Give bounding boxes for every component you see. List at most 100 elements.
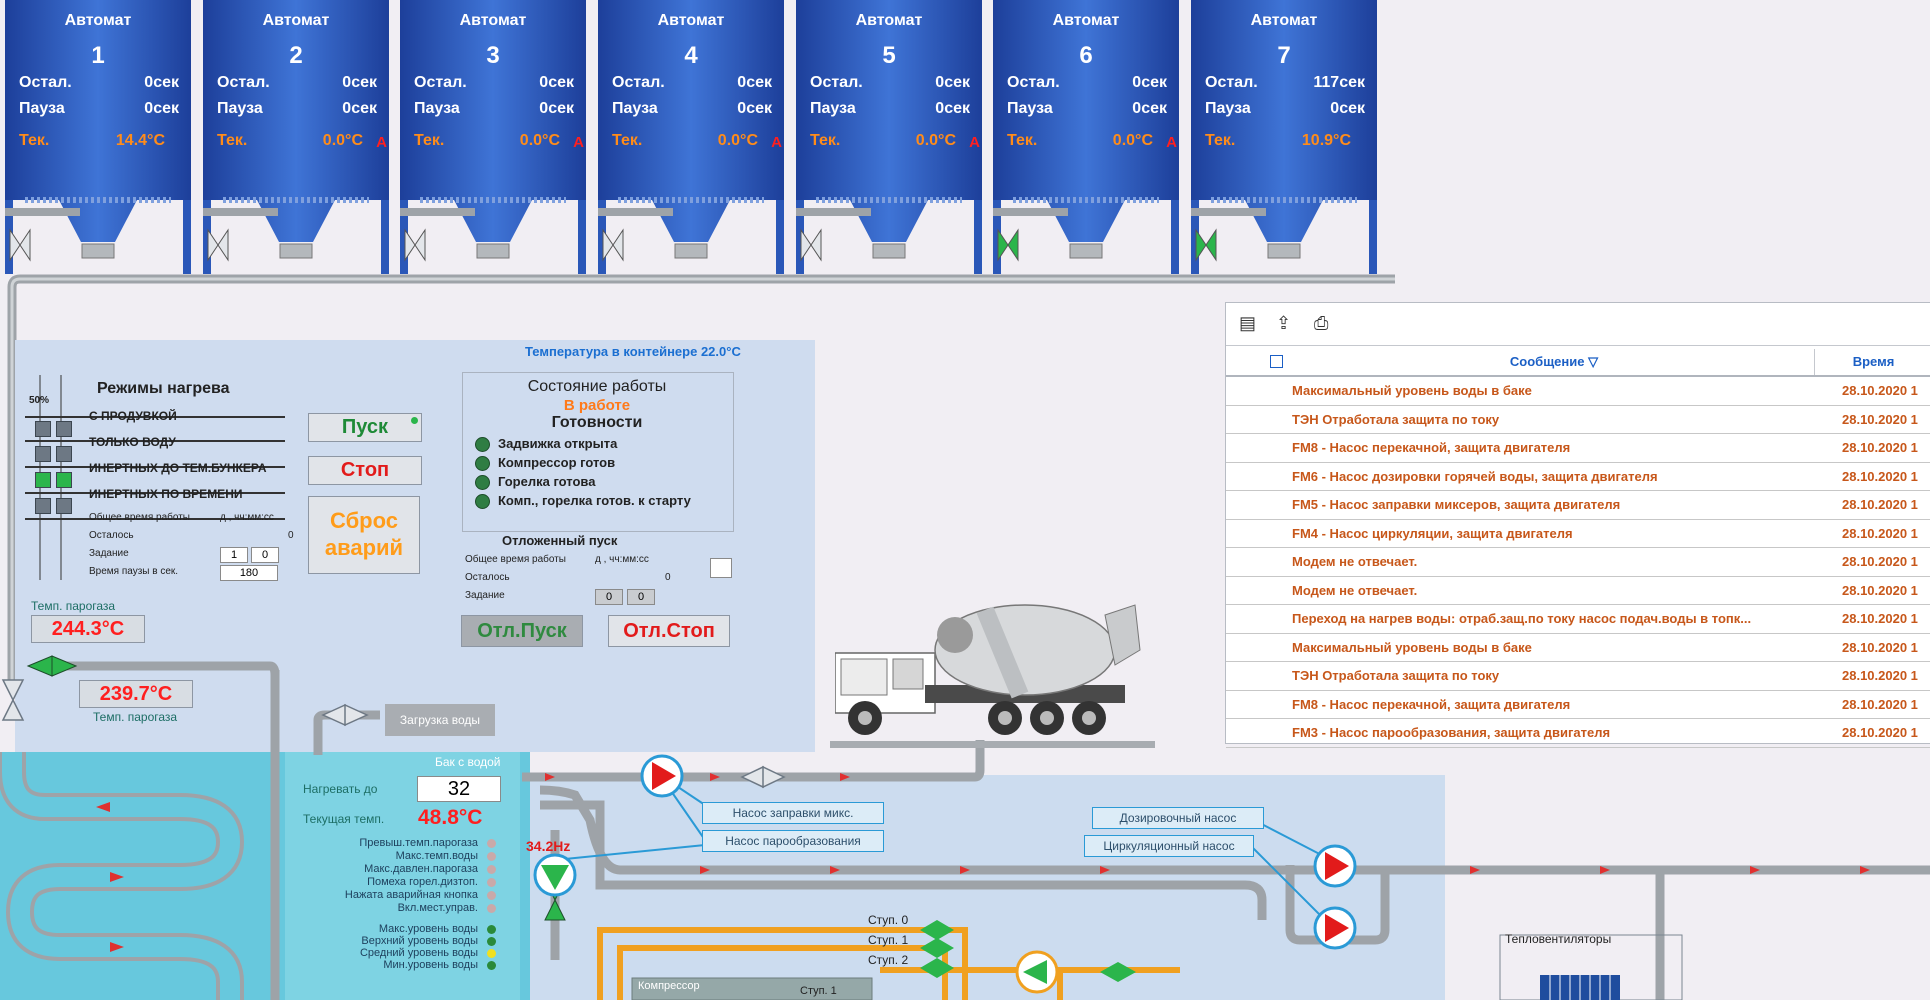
log-row[interactable]: FM8 - Насос перекачной, защита двигателя… [1226, 434, 1930, 463]
silo-alarm-flag: A [376, 134, 387, 151]
silo-automat[interactable]: Автомат 3 Остал. 0сек Пауза 0сек Тек. 0.… [400, 0, 586, 278]
log-row[interactable]: ТЭН Отработала защита по току 28.10.2020… [1226, 662, 1930, 691]
silo-automat[interactable]: Автомат 1 Остал. 0сек Пауза 0сек Тек. 14… [5, 0, 191, 278]
log-row[interactable]: ТЭН Отработала защита по току 28.10.2020… [1226, 406, 1930, 434]
mode-label[interactable]: ТОЛЬКО ВОДУ [89, 435, 176, 449]
log-row[interactable]: FM4 - Насос циркуляции, защита двигателя… [1226, 520, 1930, 548]
task-input-b[interactable]: 0 [251, 547, 279, 563]
mode-4-indicator-a[interactable] [35, 498, 51, 514]
mode-label[interactable]: ИНЕРТНЫХ ПО ВРЕМЕНИ [89, 487, 243, 501]
log-time: 28.10.2020 1 [1842, 696, 1918, 712]
tank-status-label: Нажата аварийная кнопка [344, 889, 478, 901]
silo-rest-value: 0сек [1132, 74, 1167, 91]
ready-item: Комп., горелка готов. к старту [498, 493, 691, 508]
delayed-remaining-value: 0 [665, 572, 671, 583]
log-time: 28.10.2020 1 [1842, 383, 1918, 398]
tank-level-label: Мин.уровень воды [383, 959, 478, 971]
silo-rest-row: Остал. 0сек [1007, 74, 1167, 92]
fan-heaters-label: Тепловентиляторы [1505, 932, 1612, 946]
mode-1-indicator-b[interactable] [56, 421, 72, 437]
pause-time-input[interactable]: 180 [220, 565, 278, 581]
log-row[interactable]: Переход на нагрев воды: отраб.защ.по ток… [1226, 605, 1930, 634]
delayed-task-input-a[interactable]: 0 [595, 589, 623, 605]
silo-pause-value: 0сек [1330, 100, 1365, 117]
log-time: 28.10.2020 1 [1842, 668, 1918, 683]
silo-pause-value: 0сек [935, 100, 970, 117]
log-time: 28.10.2020 1 [1842, 497, 1918, 512]
log-message: FM8 - Насос перекачной, защита двигателя [1292, 696, 1571, 712]
mode-1-indicator-a[interactable] [35, 421, 51, 437]
heat-to-input[interactable]: 32 [417, 776, 501, 802]
mode-label[interactable]: С ПРОДУВКОЙ [89, 409, 177, 423]
log-row[interactable]: FM5 - Насос заправки миксеров, защита дв… [1226, 491, 1930, 520]
log-row[interactable]: FM6 - Насос дозировки горячей воды, защи… [1226, 463, 1930, 491]
silo-pause-value: 0сек [1132, 100, 1167, 117]
time-column-header[interactable]: Время [1814, 349, 1930, 375]
mode-4-indicator-b[interactable] [56, 498, 72, 514]
mode-2-indicator-b[interactable] [56, 446, 72, 462]
silo-rest-label: Остал. [612, 74, 665, 91]
silo-title: Автомат [657, 12, 725, 29]
export-icon[interactable]: ⇪ [1276, 313, 1292, 333]
silo-pause-value: 0сек [737, 100, 772, 117]
silo-collector-pipe [7, 274, 1395, 690]
silo-number: 6 [1079, 42, 1093, 69]
mode-label[interactable]: ИНЕРТНЫХ ДО ТЕМ.БУНКЕРА [89, 461, 267, 475]
delayed-task-input-b[interactable]: 0 [627, 589, 655, 605]
silo-pause-label: Пауза [414, 100, 460, 117]
log-header: Сообщение ▽ Время [1226, 349, 1930, 377]
silo-automat[interactable]: Автомат 6 Остал. 0сек Пауза 0сек Тек. 0.… [993, 0, 1179, 278]
log-message: FM3 - Насос парообразования, защита двиг… [1292, 725, 1611, 740]
log-row[interactable]: Модем не отвечает. 28.10.2020 1 [1226, 548, 1930, 577]
silo-rest-label: Остал. [1205, 74, 1258, 91]
log-row[interactable]: Максимальный уровень воды в баке 28.10.2… [1226, 634, 1930, 662]
print-icon[interactable]: ⎙ [1314, 313, 1329, 333]
silo-icon [5, 0, 191, 274]
log-row[interactable]: FM3 - Насос парообразования, защита двиг… [1226, 719, 1930, 748]
status-led [487, 891, 496, 900]
message-column-header[interactable]: Сообщение ▽ [1509, 354, 1599, 369]
log-row[interactable]: FM8 - Насос перекачной, защита двигателя… [1226, 691, 1930, 719]
silo-temp-value: 0.0°C [717, 132, 758, 149]
silo-automat[interactable]: Автомат 4 Остал. 0сек Пауза 0сек Тек. 0.… [598, 0, 784, 278]
silo-automat[interactable]: Автомат 2 Остал. 0сек Пауза 0сек Тек. 0.… [203, 0, 389, 278]
mode-2-indicator-a[interactable] [35, 446, 51, 462]
silo-temp-value: 10.9°C [1301, 132, 1351, 149]
silo-rest-label: Остал. [1007, 74, 1060, 91]
level-led [487, 937, 496, 946]
delayed-start-checkbox[interactable] [710, 558, 732, 578]
silo-temp-row: Тек. 0.0°C [217, 132, 377, 150]
log-message: FM5 - Насос заправки миксеров, защита дв… [1292, 497, 1621, 512]
silo-pause-label: Пауза [1205, 100, 1251, 117]
mode-3-indicator-a[interactable] [35, 472, 51, 488]
log-message: Переход на нагрев воды: отраб.защ.по ток… [1292, 611, 1752, 626]
log-row[interactable]: Модем не отвечает. 28.10.2020 1 [1226, 577, 1930, 605]
water-tank-panel: Бак с водой Нагревать до 32 Текущая темп… [285, 752, 520, 1000]
silo-rest-value: 0сек [342, 74, 377, 91]
ready-title: Готовности [551, 414, 643, 431]
delayed-start-button[interactable]: Отл.Пуск [461, 615, 583, 647]
ready-item: Компрессор готов [498, 455, 616, 470]
tank-status-label: Вкл.мест.управ. [397, 902, 478, 914]
reset-alarms-button[interactable]: Сброс аварий [308, 496, 420, 574]
silo-title: Автомат [855, 12, 923, 29]
delayed-total-label: Общее время работы [465, 554, 566, 565]
log-row[interactable]: Максимальный уровень воды в баке 28.10.2… [1226, 377, 1930, 406]
stop-button[interactable]: Стоп [308, 456, 422, 485]
compressor-stage-label: Ступ. 1 [800, 985, 837, 997]
task-input-a[interactable]: 1 [220, 547, 248, 563]
delayed-stop-button[interactable]: Отл.Стоп [608, 615, 730, 647]
log-time: 28.10.2020 1 [1842, 440, 1918, 455]
report-icon[interactable]: ▤ [1239, 313, 1257, 333]
silo-automat[interactable]: Автомат 5 Остал. 0сек Пауза 0сек Тек. 0.… [796, 0, 982, 278]
task-label: Задание [89, 548, 129, 559]
silo-alarm-flag: A [771, 134, 782, 151]
silo-rest-label: Остал. [217, 74, 270, 91]
log-time: 28.10.2020 1 [1842, 582, 1918, 598]
start-button[interactable]: Пуск [308, 413, 422, 442]
silo-automat[interactable]: Автомат 7 Остал. 117сек Пауза 0сек Тек. … [1191, 0, 1377, 278]
select-all-checkbox[interactable] [1270, 355, 1283, 368]
silo-title: Автомат [1250, 12, 1318, 29]
total-time-value: д , чч:мм:сс [220, 512, 274, 523]
mode-3-indicator-b[interactable] [56, 472, 72, 488]
